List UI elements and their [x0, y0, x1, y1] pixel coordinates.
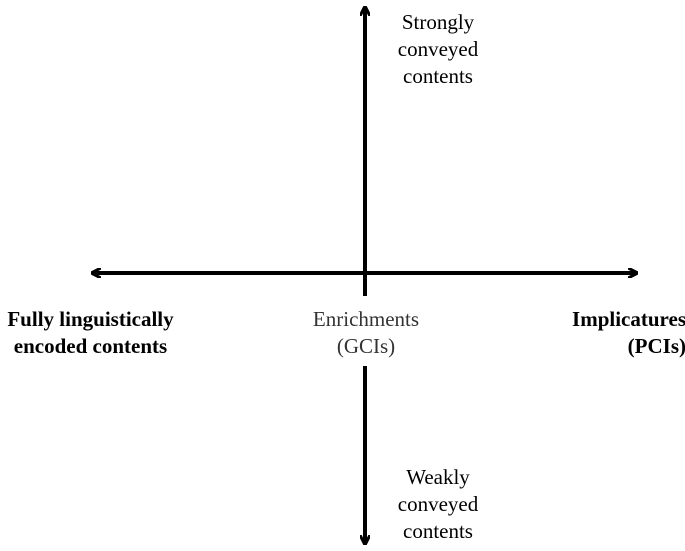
right-label-line1: Implicatures [572, 307, 685, 331]
left-label-line1: Fully linguistically [7, 307, 174, 331]
top-label-line1: Strongly [401, 10, 475, 34]
center-label-line1: Enrichments [312, 307, 420, 331]
bottom-pole-label: Weakly conveyed contents [392, 464, 484, 545]
center-label-line2: (GCIs) [336, 334, 396, 358]
top-label-line3: contents [403, 64, 473, 88]
left-pole-label: Fully linguistically encoded contents [0, 306, 181, 360]
top-label-line2: conveyed [397, 37, 479, 61]
right-label-line2: (PCIs) [627, 334, 685, 358]
left-label-line2: encoded contents [13, 334, 168, 358]
top-pole-label: Strongly conveyed contents [392, 9, 484, 90]
bottom-label-line3: contents [403, 519, 473, 543]
right-pole-label: Implicatures (PCIs) [560, 306, 685, 360]
bottom-label-line1: Weakly [406, 465, 470, 489]
bottom-label-line2: conveyed [397, 492, 479, 516]
center-label: Enrichments (GCIs) [300, 306, 432, 360]
